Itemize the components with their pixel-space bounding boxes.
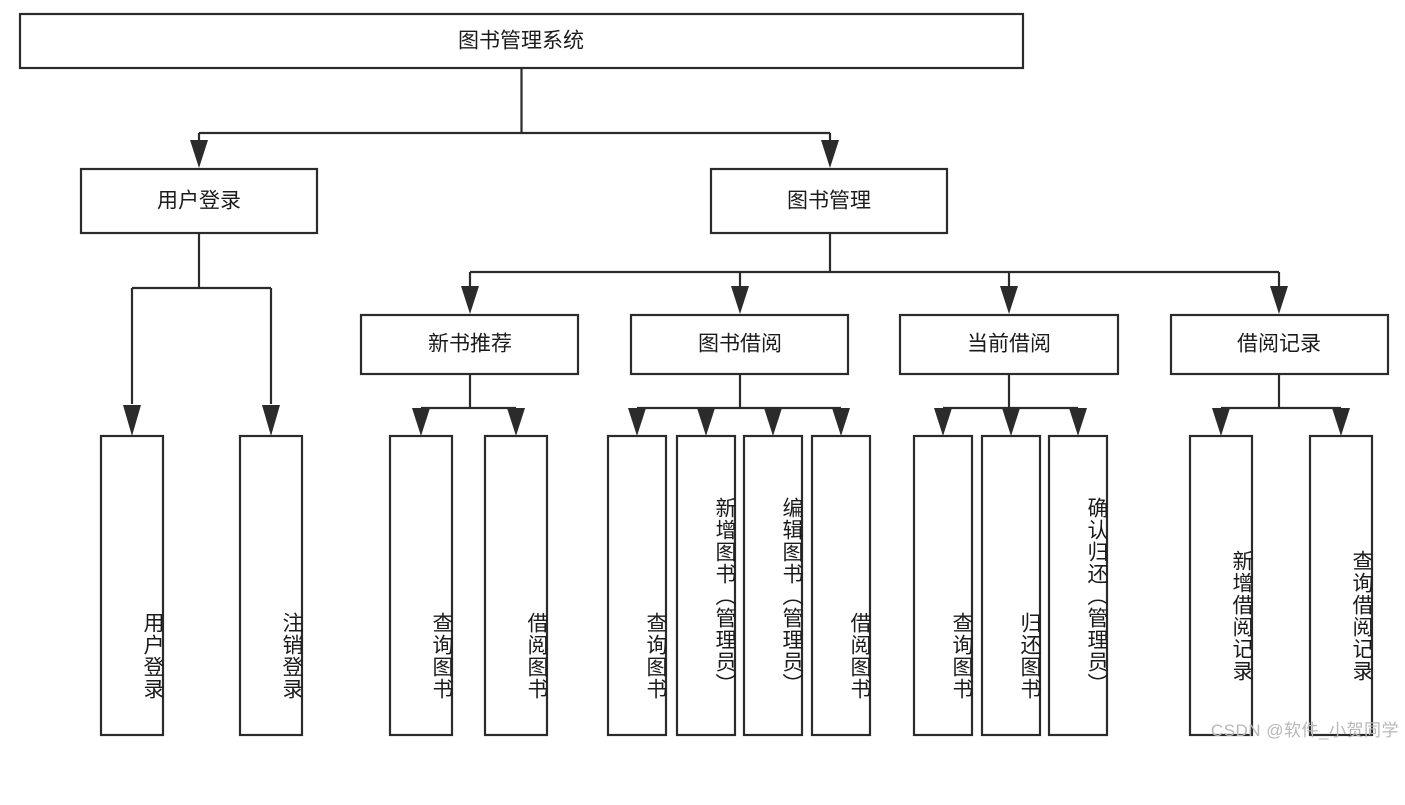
arrow-borrow-record-to-leaf-2 [1332, 408, 1350, 436]
leaf-new-book-1-rect[interactable] [388, 434, 454, 737]
node-user-login-rect[interactable] [79, 167, 319, 235]
node-root-label: 图书管理系统 [458, 30, 584, 53]
node-current-borrow-rect[interactable] [898, 313, 1120, 376]
arrow-new-book-to-leaf-2 [507, 408, 525, 436]
arrow-current-borrow-to-leaf-1 [934, 408, 952, 436]
connector-new-book-bus [419, 374, 518, 415]
node-new-book-recommend[interactable]: 新书推荐 [359, 313, 580, 376]
arrow-book-borrow-to-leaf-4 [832, 408, 850, 436]
leaf-book-borrow-1-rect[interactable] [606, 434, 668, 737]
node-new-book-recommend-rect[interactable] [359, 313, 580, 376]
node-user-login-label: 用户登录 [157, 190, 241, 213]
node-book-borrow-label: 图书借阅 [698, 333, 782, 356]
arrow-book-borrow-to-leaf-1 [628, 408, 646, 436]
leaf-current-borrow-3-rect[interactable] [1047, 434, 1109, 737]
arrow-root-to-user-login [190, 140, 208, 168]
watermark: CSDN @软件_小贺同学 [1210, 721, 1399, 740]
node-book-manage[interactable]: 图书管理 [709, 167, 949, 235]
connector-book-borrow-bus [635, 374, 843, 415]
connector-root-bus [197, 68, 832, 146]
arrow-book-manage-to-book-borrow [731, 286, 749, 314]
arrow-current-borrow-to-leaf-3 [1069, 408, 1087, 436]
connector-user-login-bus [130, 233, 273, 404]
node-borrow-record[interactable]: 借阅记录 [1169, 313, 1390, 376]
leaf-book-borrow-4-rect[interactable] [810, 434, 872, 737]
leaf-borrow-record-2-rect[interactable] [1308, 434, 1374, 737]
leaf-book-borrow-2-rect[interactable] [675, 434, 737, 737]
arrow-user-login-to-leaf-1 [123, 405, 141, 436]
node-new-book-recommend-label: 新书推荐 [428, 333, 512, 356]
connector-borrow-record-bus [1219, 374, 1343, 415]
node-current-borrow[interactable]: 当前借阅 [898, 313, 1120, 376]
leaf-new-book-2-rect[interactable] [483, 434, 549, 737]
leaf-user-login-1-rect[interactable] [99, 434, 165, 737]
node-book-borrow[interactable]: 图书借阅 [629, 313, 850, 376]
arrow-book-manage-to-current-borrow [1000, 286, 1018, 314]
leaf-user-login-2-rect[interactable] [238, 434, 304, 737]
node-root[interactable]: 图书管理系统 [18, 12, 1025, 70]
nodes-group: 图书管理系统 用户登录 图书管理 新书推荐 图书借阅 当前 [18, 12, 1390, 737]
node-user-login[interactable]: 用户登录 [79, 167, 319, 235]
arrow-root-to-book-manage [821, 140, 839, 168]
node-root-rect[interactable] [18, 12, 1025, 70]
arrow-book-manage-to-new-book [461, 286, 479, 314]
arrow-borrow-record-to-leaf-1 [1212, 408, 1230, 436]
node-book-manage-rect[interactable] [709, 167, 949, 235]
connector-book-manage-bus [468, 233, 1281, 288]
leaf-current-borrow-2-rect[interactable] [980, 434, 1042, 737]
node-book-borrow-rect[interactable] [629, 313, 850, 376]
diagram-svg: 图书管理系统 用户登录 图书管理 新书推荐 图书借阅 当前 [18, 12, 1390, 737]
arrow-current-borrow-to-leaf-2 [1002, 408, 1020, 436]
node-borrow-record-label: 借阅记录 [1237, 333, 1321, 356]
leaf-borrow-record-1-rect[interactable] [1188, 434, 1254, 737]
leaf-book-borrow-3-rect[interactable] [742, 434, 804, 737]
arrow-user-login-to-leaf-2 [262, 405, 280, 436]
node-current-borrow-label: 当前借阅 [967, 333, 1051, 356]
arrow-book-borrow-to-leaf-3 [764, 408, 782, 436]
arrow-book-manage-to-borrow-record [1270, 286, 1288, 314]
connectors-group [123, 68, 1350, 436]
leaf-current-borrow-1-rect[interactable] [912, 434, 974, 737]
node-book-manage-label: 图书管理 [787, 190, 871, 213]
arrow-book-borrow-to-leaf-2 [697, 408, 715, 436]
arrow-new-book-to-leaf-1 [412, 408, 430, 436]
diagram-canvas: 图书管理系统 用户登录 图书管理 新书推荐 图书借阅 当前 [18, 12, 1399, 740]
node-borrow-record-rect[interactable] [1169, 313, 1390, 376]
